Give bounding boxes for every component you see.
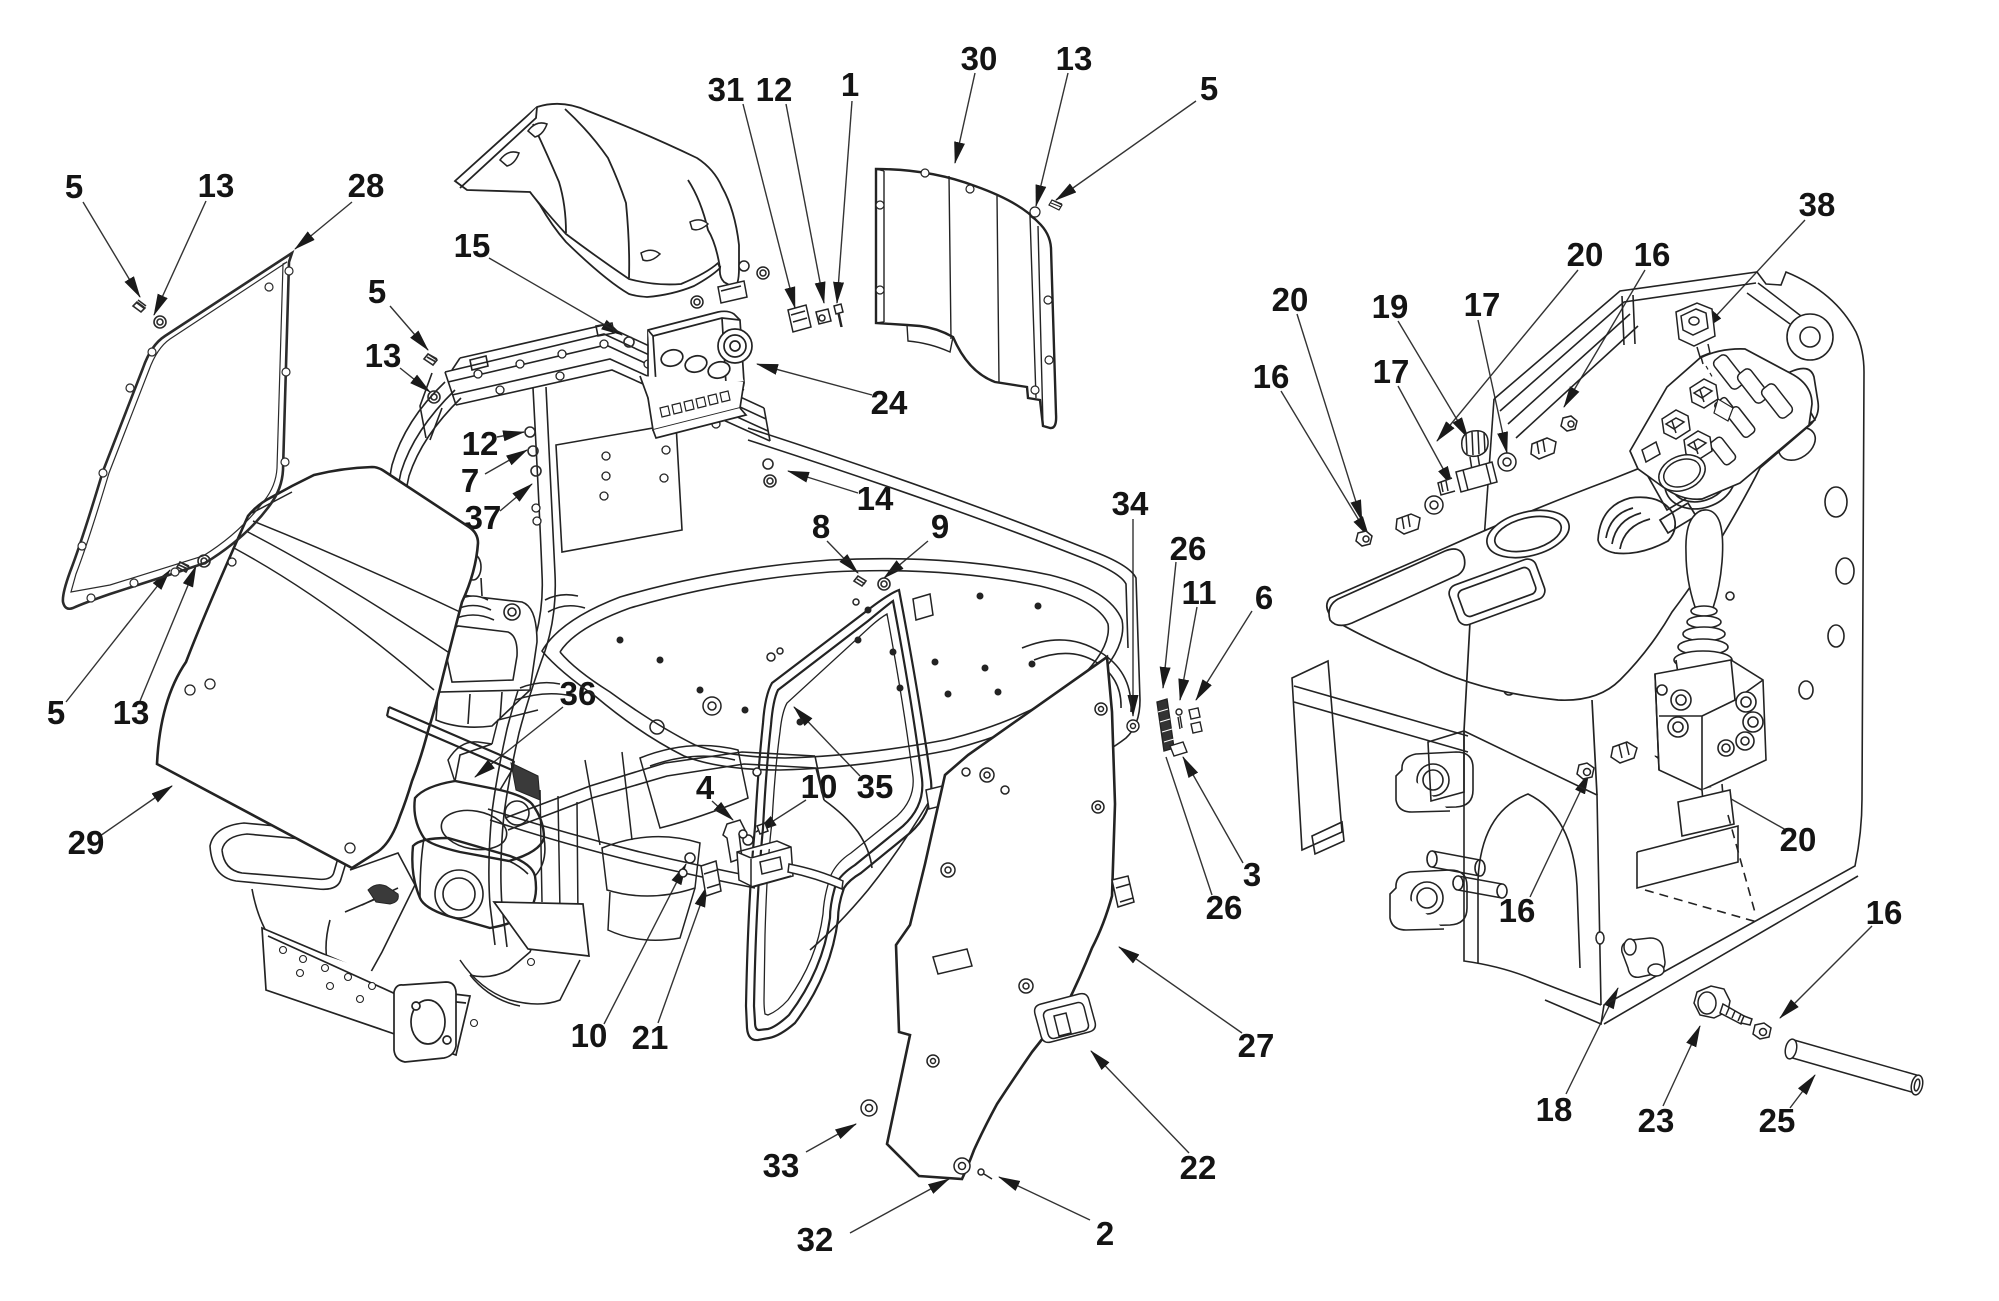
svg-text:35: 35	[857, 768, 894, 805]
svg-text:14: 14	[857, 480, 894, 517]
svg-text:16: 16	[1866, 894, 1903, 931]
svg-text:9: 9	[931, 508, 949, 545]
svg-text:16: 16	[1634, 236, 1671, 273]
svg-text:28: 28	[348, 167, 385, 204]
svg-text:5: 5	[47, 694, 65, 731]
svg-text:4: 4	[696, 769, 715, 806]
svg-text:12: 12	[756, 71, 793, 108]
svg-text:6: 6	[1255, 579, 1273, 616]
svg-text:21: 21	[632, 1019, 669, 1056]
svg-text:26: 26	[1170, 530, 1207, 567]
svg-text:20: 20	[1780, 821, 1817, 858]
svg-text:2: 2	[1096, 1215, 1114, 1252]
svg-text:20: 20	[1567, 236, 1604, 273]
svg-text:17: 17	[1373, 353, 1410, 390]
svg-text:25: 25	[1759, 1102, 1796, 1139]
svg-text:27: 27	[1238, 1027, 1275, 1064]
svg-text:16: 16	[1499, 892, 1536, 929]
svg-text:3: 3	[1243, 856, 1261, 893]
svg-text:5: 5	[368, 273, 386, 310]
svg-text:23: 23	[1638, 1102, 1675, 1139]
svg-text:11: 11	[1182, 574, 1217, 611]
svg-text:13: 13	[365, 337, 402, 374]
svg-text:17: 17	[1464, 286, 1501, 323]
svg-text:34: 34	[1112, 485, 1149, 522]
svg-text:12: 12	[462, 425, 499, 462]
svg-text:5: 5	[65, 168, 83, 205]
svg-text:13: 13	[113, 694, 150, 731]
svg-text:15: 15	[454, 227, 491, 264]
svg-text:38: 38	[1799, 186, 1836, 223]
svg-text:5: 5	[1200, 70, 1218, 107]
svg-text:32: 32	[797, 1221, 834, 1258]
svg-text:7: 7	[461, 462, 479, 499]
svg-text:33: 33	[763, 1147, 800, 1184]
svg-text:13: 13	[198, 167, 235, 204]
svg-text:30: 30	[961, 40, 998, 77]
svg-text:18: 18	[1536, 1091, 1573, 1128]
svg-text:24: 24	[871, 384, 908, 421]
svg-text:31: 31	[708, 71, 745, 108]
svg-text:16: 16	[1253, 358, 1290, 395]
svg-text:26: 26	[1206, 889, 1243, 926]
svg-text:1: 1	[841, 66, 859, 103]
svg-text:29: 29	[68, 824, 105, 861]
svg-text:10: 10	[571, 1017, 608, 1054]
svg-text:19: 19	[1372, 288, 1409, 325]
svg-text:8: 8	[812, 508, 830, 545]
svg-text:22: 22	[1180, 1149, 1217, 1186]
svg-text:13: 13	[1056, 40, 1093, 77]
svg-text:20: 20	[1272, 281, 1309, 318]
